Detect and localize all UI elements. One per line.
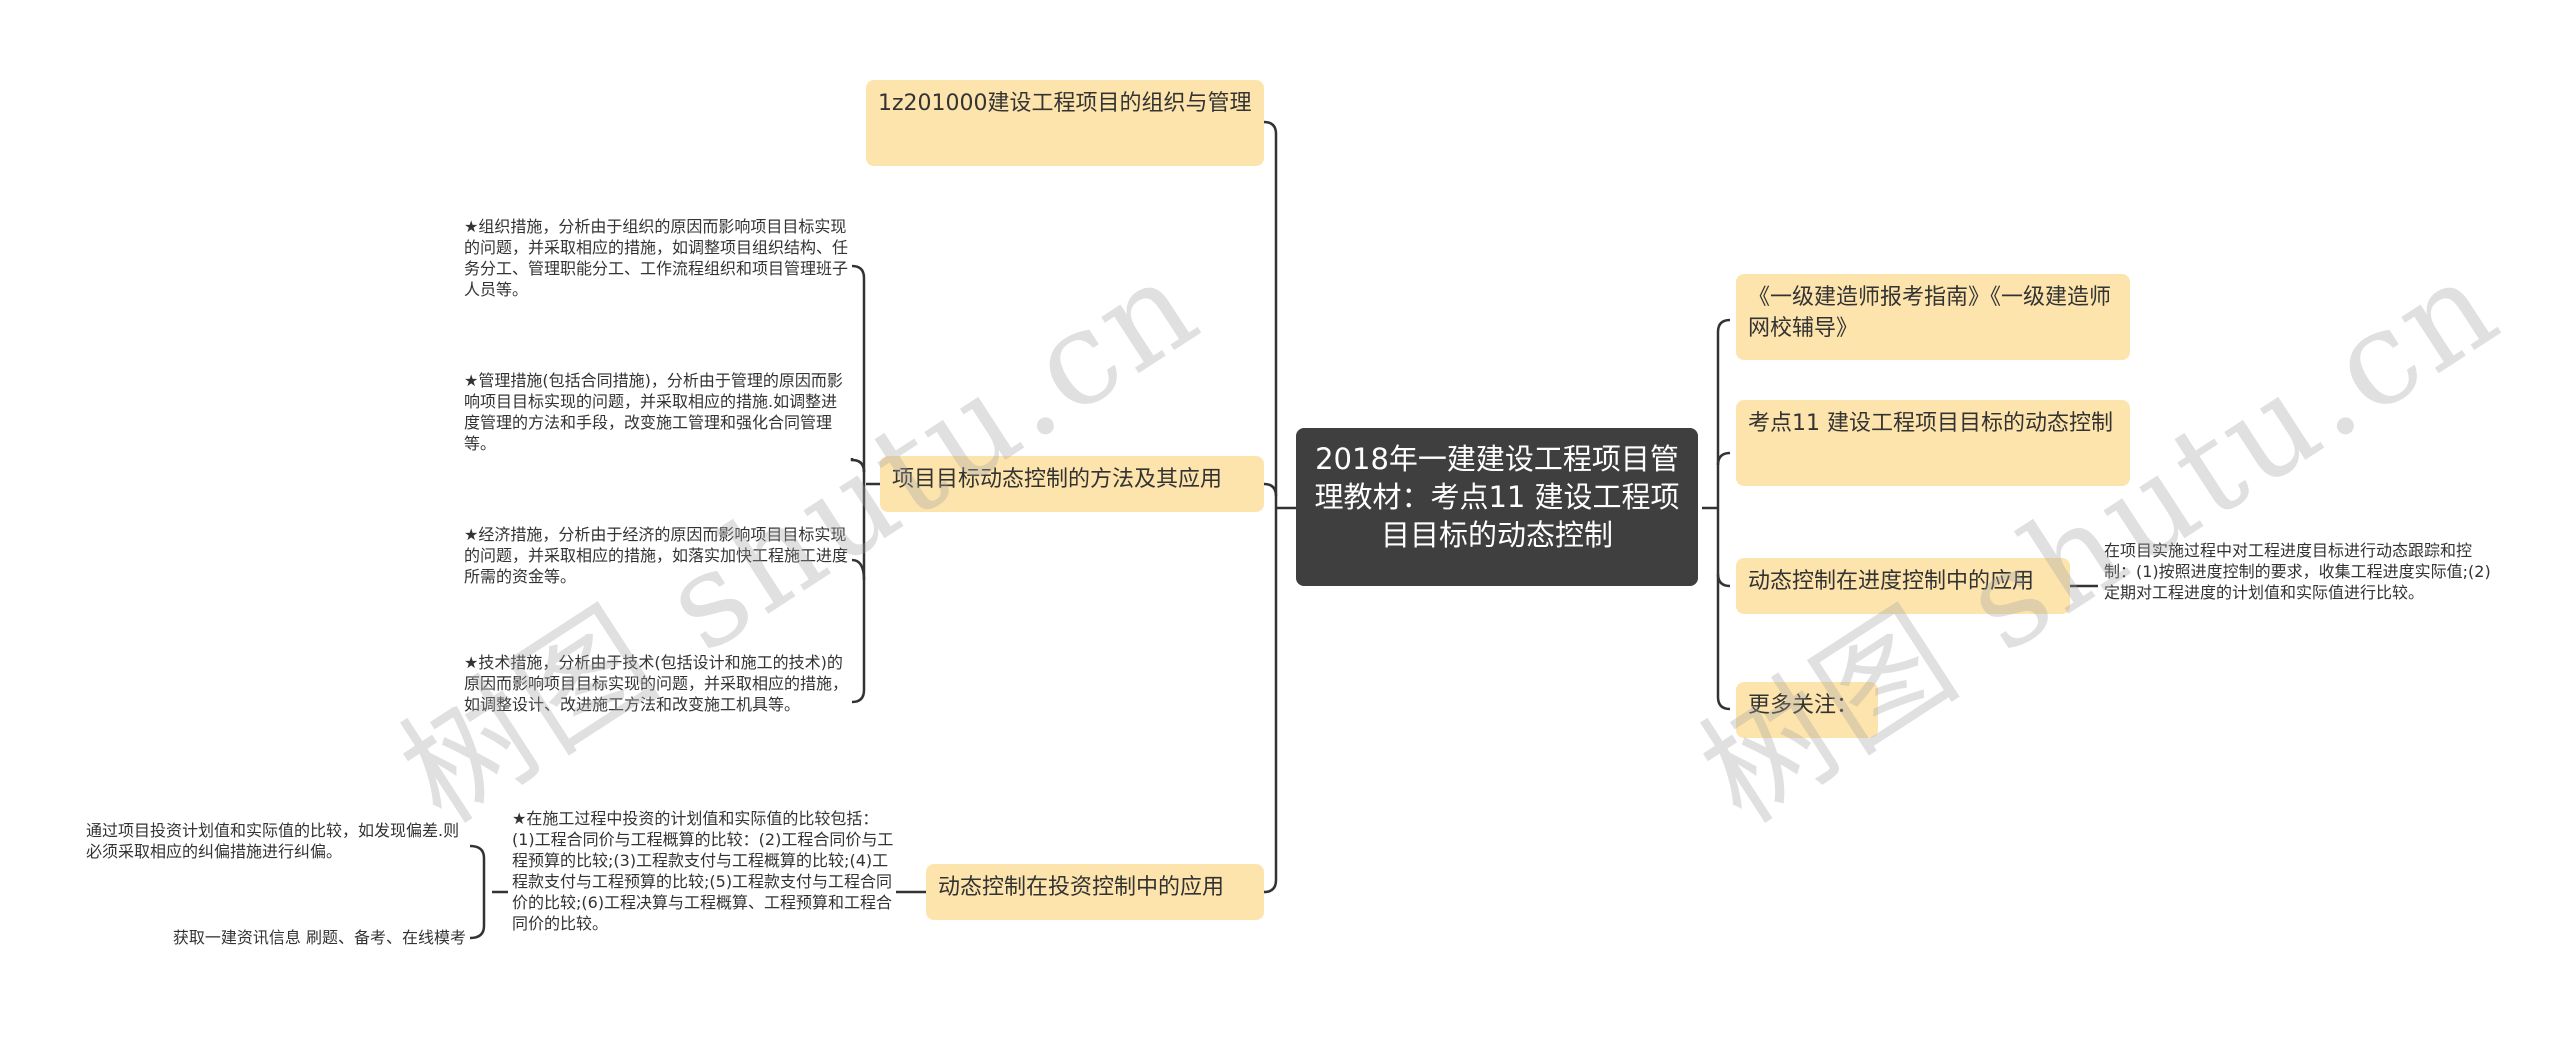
topic-exam-guide[interactable]: 《一级建造师报考指南》《一级建造师网校辅导》 [1736, 274, 2130, 360]
leaf-economic-measures: ★经济措施，分析由于经济的原因而影响项目目标实现的问题，并采取相应的措施，如落实… [464, 525, 849, 586]
root-title: 2018年一建建设工程项目管理教材：考点11 建设工程项目目标的动态控制 [1314, 442, 1680, 552]
leaf-organizational-measures: ★组织措施，分析由于组织的原因而影响项目目标实现的问题，并采取相应的措施，如调整… [464, 217, 849, 299]
topic-label: 动态控制在进度控制中的应用 [1748, 569, 2035, 594]
topic-schedule-control[interactable]: 动态控制在进度控制中的应用 [1736, 558, 2070, 614]
leaf-investment-comparison: ★在施工过程中投资的计划值和实际值的比较包括：(1)工程合同价与工程概算的比较：… [512, 809, 894, 933]
leaf-management-measures: ★管理措施(包括合同措施)，分析由于管理的原因而影响项目目标实现的问题，并采取相… [464, 371, 843, 453]
topic-more-attention[interactable]: 更多关注： [1736, 682, 1878, 738]
topic-dynamic-control-methods[interactable]: 项目目标动态控制的方法及其应用 [880, 456, 1264, 512]
topic-label: 动态控制在投资控制中的应用 [938, 875, 1225, 900]
topic-label: 《一级建造师报考指南》《一级建造师网校辅导》 [1748, 285, 2112, 341]
topic-label: 考点11 建设工程项目目标的动态控制 [1748, 411, 2113, 436]
topic-organization-management[interactable]: 1z201000建设工程项目的组织与管理 [866, 80, 1264, 166]
topic-investment-control[interactable]: 动态控制在投资控制中的应用 [926, 864, 1264, 920]
leaf-schedule-tracking: 在项目实施过程中对工程进度目标进行动态跟踪和控制：(1)按照进度控制的要求，收集… [2104, 541, 2491, 602]
topic-label: 项目目标动态控制的方法及其应用 [892, 467, 1223, 492]
root-node[interactable]: 2018年一建建设工程项目管理教材：考点11 建设工程项目目标的动态控制 [1296, 428, 1698, 586]
leaf-deviation-correction: 通过项目投资计划值和实际值的比较，如发现偏差.则必须采取相应的纠偏措施进行纠偏。 [86, 821, 460, 861]
leaf-technical-measures: ★技术措施，分析由于技术(包括设计和施工的技术)的原因而影响项目目标实现的问题，… [464, 653, 849, 714]
leaf-exam-info: 获取一建资讯信息 刷题、备考、在线模考 [172, 928, 466, 947]
topic-key-point-11[interactable]: 考点11 建设工程项目目标的动态控制 [1736, 400, 2130, 486]
topic-label: 更多关注： [1748, 693, 1859, 718]
topic-label: 1z201000建设工程项目的组织与管理 [878, 91, 1252, 116]
